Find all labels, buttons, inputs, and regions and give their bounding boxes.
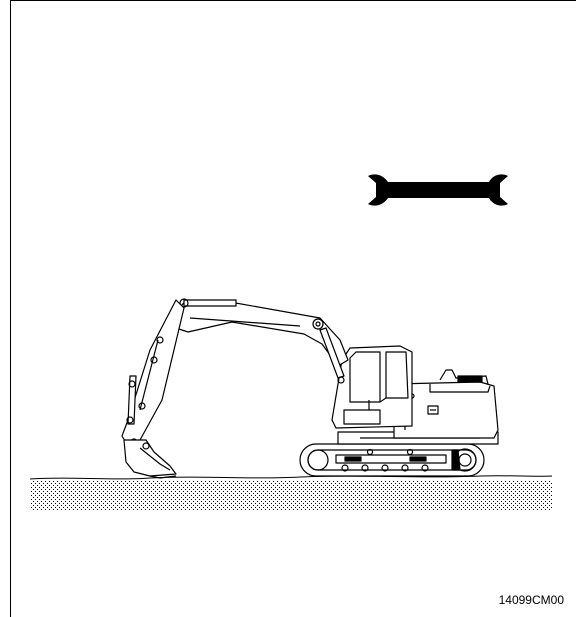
track-assembly	[299, 443, 485, 477]
ground-dots	[30, 481, 552, 511]
operator-cab	[331, 345, 413, 429]
arm	[121, 299, 185, 447]
bucket	[123, 439, 177, 479]
ground-line	[29, 475, 553, 480]
figure-code: 14099CM00	[498, 593, 564, 607]
wrench-icon	[368, 174, 508, 206]
upper-structure	[393, 369, 499, 439]
boom	[175, 298, 349, 384]
excavator-illustration	[121, 298, 499, 479]
